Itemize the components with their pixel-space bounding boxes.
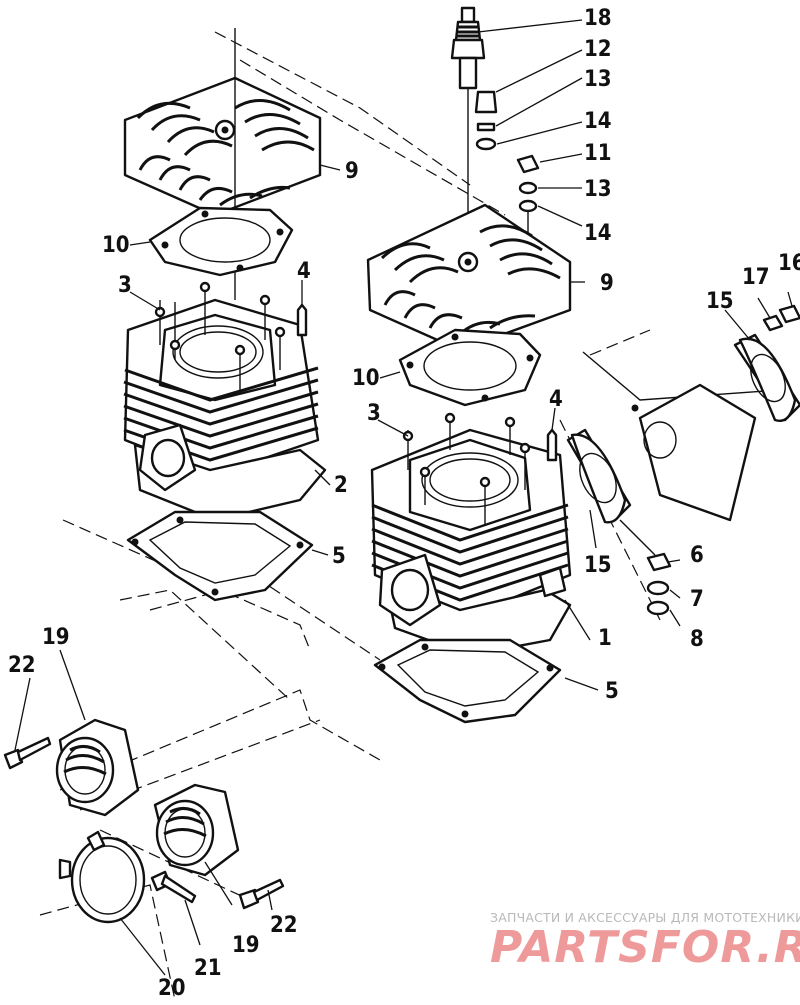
hose-clamp (58, 830, 146, 924)
intake-flange-left (55, 718, 140, 817)
callout-22: 22 (8, 653, 36, 678)
spark-plug (450, 6, 486, 270)
watermark-tagline: ЗАПЧАСТИ И АКСЕССУАРЫ ДЛЯ МОТОТЕХНИКИ (490, 910, 800, 925)
callout-14: 14 (584, 221, 612, 246)
exhaust-gasket-lower (566, 428, 632, 524)
callout-6: 6 (690, 543, 704, 568)
callout-11: 11 (584, 141, 612, 166)
callout-19: 19 (232, 933, 260, 958)
callout-2: 2 (334, 473, 348, 498)
callout-4: 4 (549, 387, 563, 412)
callout-5: 5 (332, 544, 346, 569)
callout-5: 5 (605, 679, 619, 704)
watermark: ЗАПЧАСТИ И АКСЕССУАРЫ ДЛЯ МОТОТЕХНИКИ PA… (490, 910, 800, 973)
leader-lines (14, 19, 793, 976)
bolt-left (3, 736, 52, 770)
left-cylinder-head (123, 28, 322, 300)
callout-10: 10 (102, 233, 130, 258)
watermark-logo: PARTSFOR.RU (490, 922, 800, 973)
callout-15: 15 (706, 289, 734, 314)
callout-16: 16 (778, 251, 800, 276)
bolt-right (238, 878, 285, 910)
callout-7: 7 (690, 587, 704, 612)
bolt-center (150, 870, 197, 904)
right-base-gasket (373, 638, 562, 724)
left-cylinder (123, 281, 327, 522)
right-cylinder (370, 412, 572, 657)
callout-17: 17 (742, 265, 770, 290)
callout-18: 18 (584, 6, 612, 31)
callout-12: 12 (584, 37, 612, 62)
callout-3: 3 (118, 273, 132, 298)
exhaust-plate (631, 383, 757, 522)
callout-15: 15 (584, 553, 612, 578)
callout-9: 9 (600, 271, 614, 296)
callout-8: 8 (690, 627, 704, 652)
callout-1: 1 (598, 626, 612, 651)
callout-14: 14 (584, 109, 612, 134)
callout-20: 20 (158, 976, 186, 1001)
nut-washer-set (619, 519, 672, 616)
intake-flange-right (153, 783, 240, 877)
callout-labels: 18 12 13 14 11 13 14 9 9 10 10 3 3 4 4 2… (8, 6, 800, 1001)
left-base-gasket (126, 510, 314, 602)
exhaust-gasket-upper (733, 333, 800, 422)
callout-4: 4 (297, 259, 311, 284)
right-cylinder-head (366, 203, 572, 352)
callout-10: 10 (352, 366, 380, 391)
callout-13: 13 (584, 67, 612, 92)
callout-9: 9 (345, 159, 359, 184)
callout-19: 19 (42, 625, 70, 650)
right-head-gasket (398, 328, 542, 407)
callout-22: 22 (270, 913, 298, 938)
callout-13: 13 (584, 177, 612, 202)
callout-3: 3 (367, 401, 381, 426)
left-head-gasket (148, 206, 294, 277)
exhaust-nut-washer (762, 304, 800, 332)
callout-21: 21 (194, 956, 222, 981)
